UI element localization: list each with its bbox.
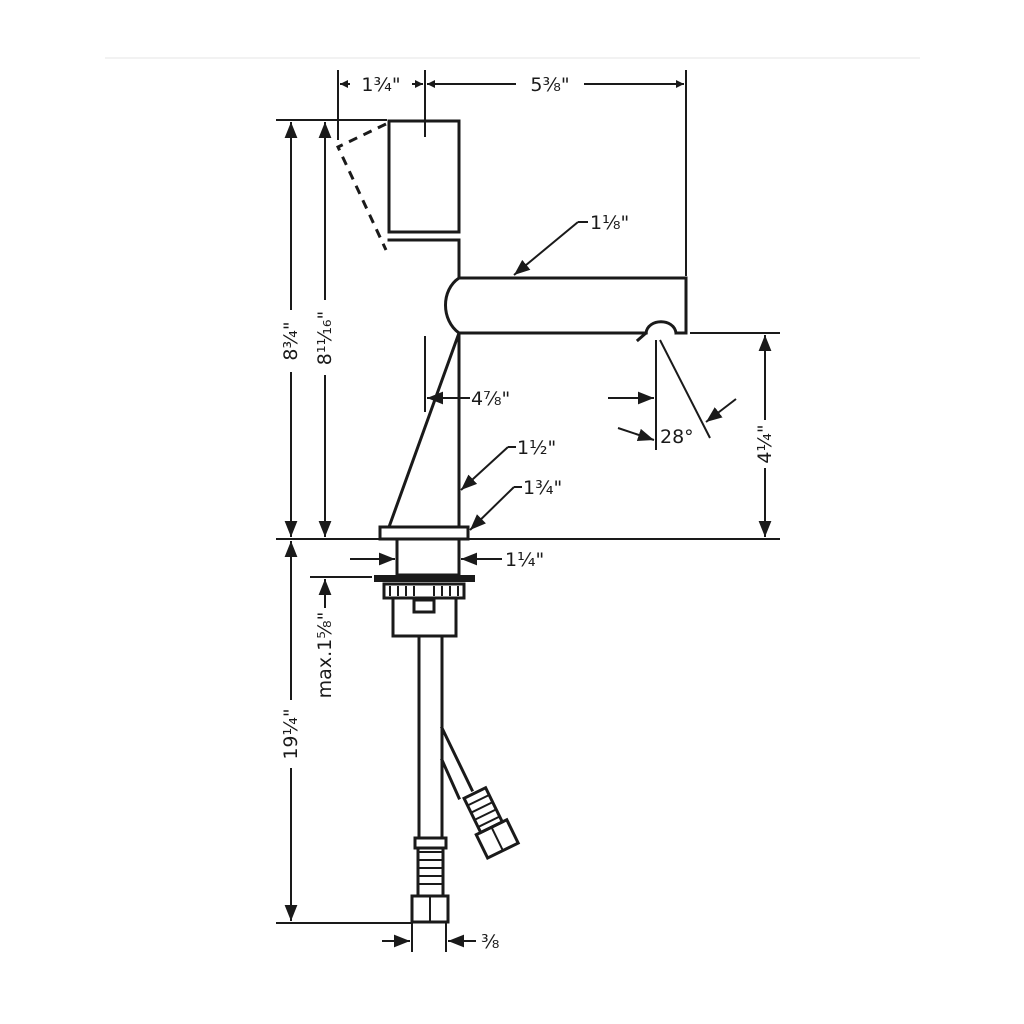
spout [444, 275, 688, 335]
label-spout-projection: 4⁷⁄₈" [471, 388, 510, 410]
label-shank-diameter: 1¹⁄₄" [505, 549, 544, 571]
label-spray-angle: 28° [660, 426, 694, 448]
mounting-nut [382, 582, 466, 600]
nut-lock [412, 598, 436, 614]
label-top-handle-offset: 1³⁄₄" [361, 74, 400, 96]
label-body-height: 8¹¹⁄₁₆" [314, 311, 336, 365]
mounting-washer [374, 575, 475, 582]
handle-swing-dashed [336, 122, 388, 251]
handle-block [387, 119, 461, 234]
base-ring [378, 525, 470, 541]
shank [395, 537, 461, 577]
dimension-lines [276, 70, 780, 952]
nut-teeth [389, 586, 459, 596]
label-spout-clearance: 4¹⁄₄" [754, 424, 776, 463]
supply-tube [417, 634, 444, 840]
label-max-deck-thickness: max.1⁵⁄₈" [314, 612, 336, 699]
lower-body [391, 596, 458, 638]
label-overall-height: 8³⁄₄" [280, 321, 302, 360]
label-supply-length: 19¹⁄₄" [280, 708, 302, 759]
dimension-labels: 1³⁄₄" 5³⁄₈" 1¹⁄₈" 4⁷⁄₈" 28° 1¹⁄₂" 1³⁄₄" … [280, 74, 776, 953]
label-spout-diameter: 1¹⁄₈" [590, 212, 629, 234]
label-base-diameter: 1³⁄₄" [523, 477, 562, 499]
label-spout-reach: 5³⁄₈" [530, 74, 569, 96]
faucet-outline [336, 119, 688, 924]
hose-fitting [462, 785, 521, 861]
label-connection-size: ³⁄₈ [481, 931, 499, 953]
tube-ribs [418, 851, 443, 885]
angled-hose [439, 725, 475, 800]
tube-ferrule [416, 846, 445, 898]
label-body-diameter: 1¹⁄₂" [517, 437, 556, 459]
aerator [635, 320, 678, 343]
